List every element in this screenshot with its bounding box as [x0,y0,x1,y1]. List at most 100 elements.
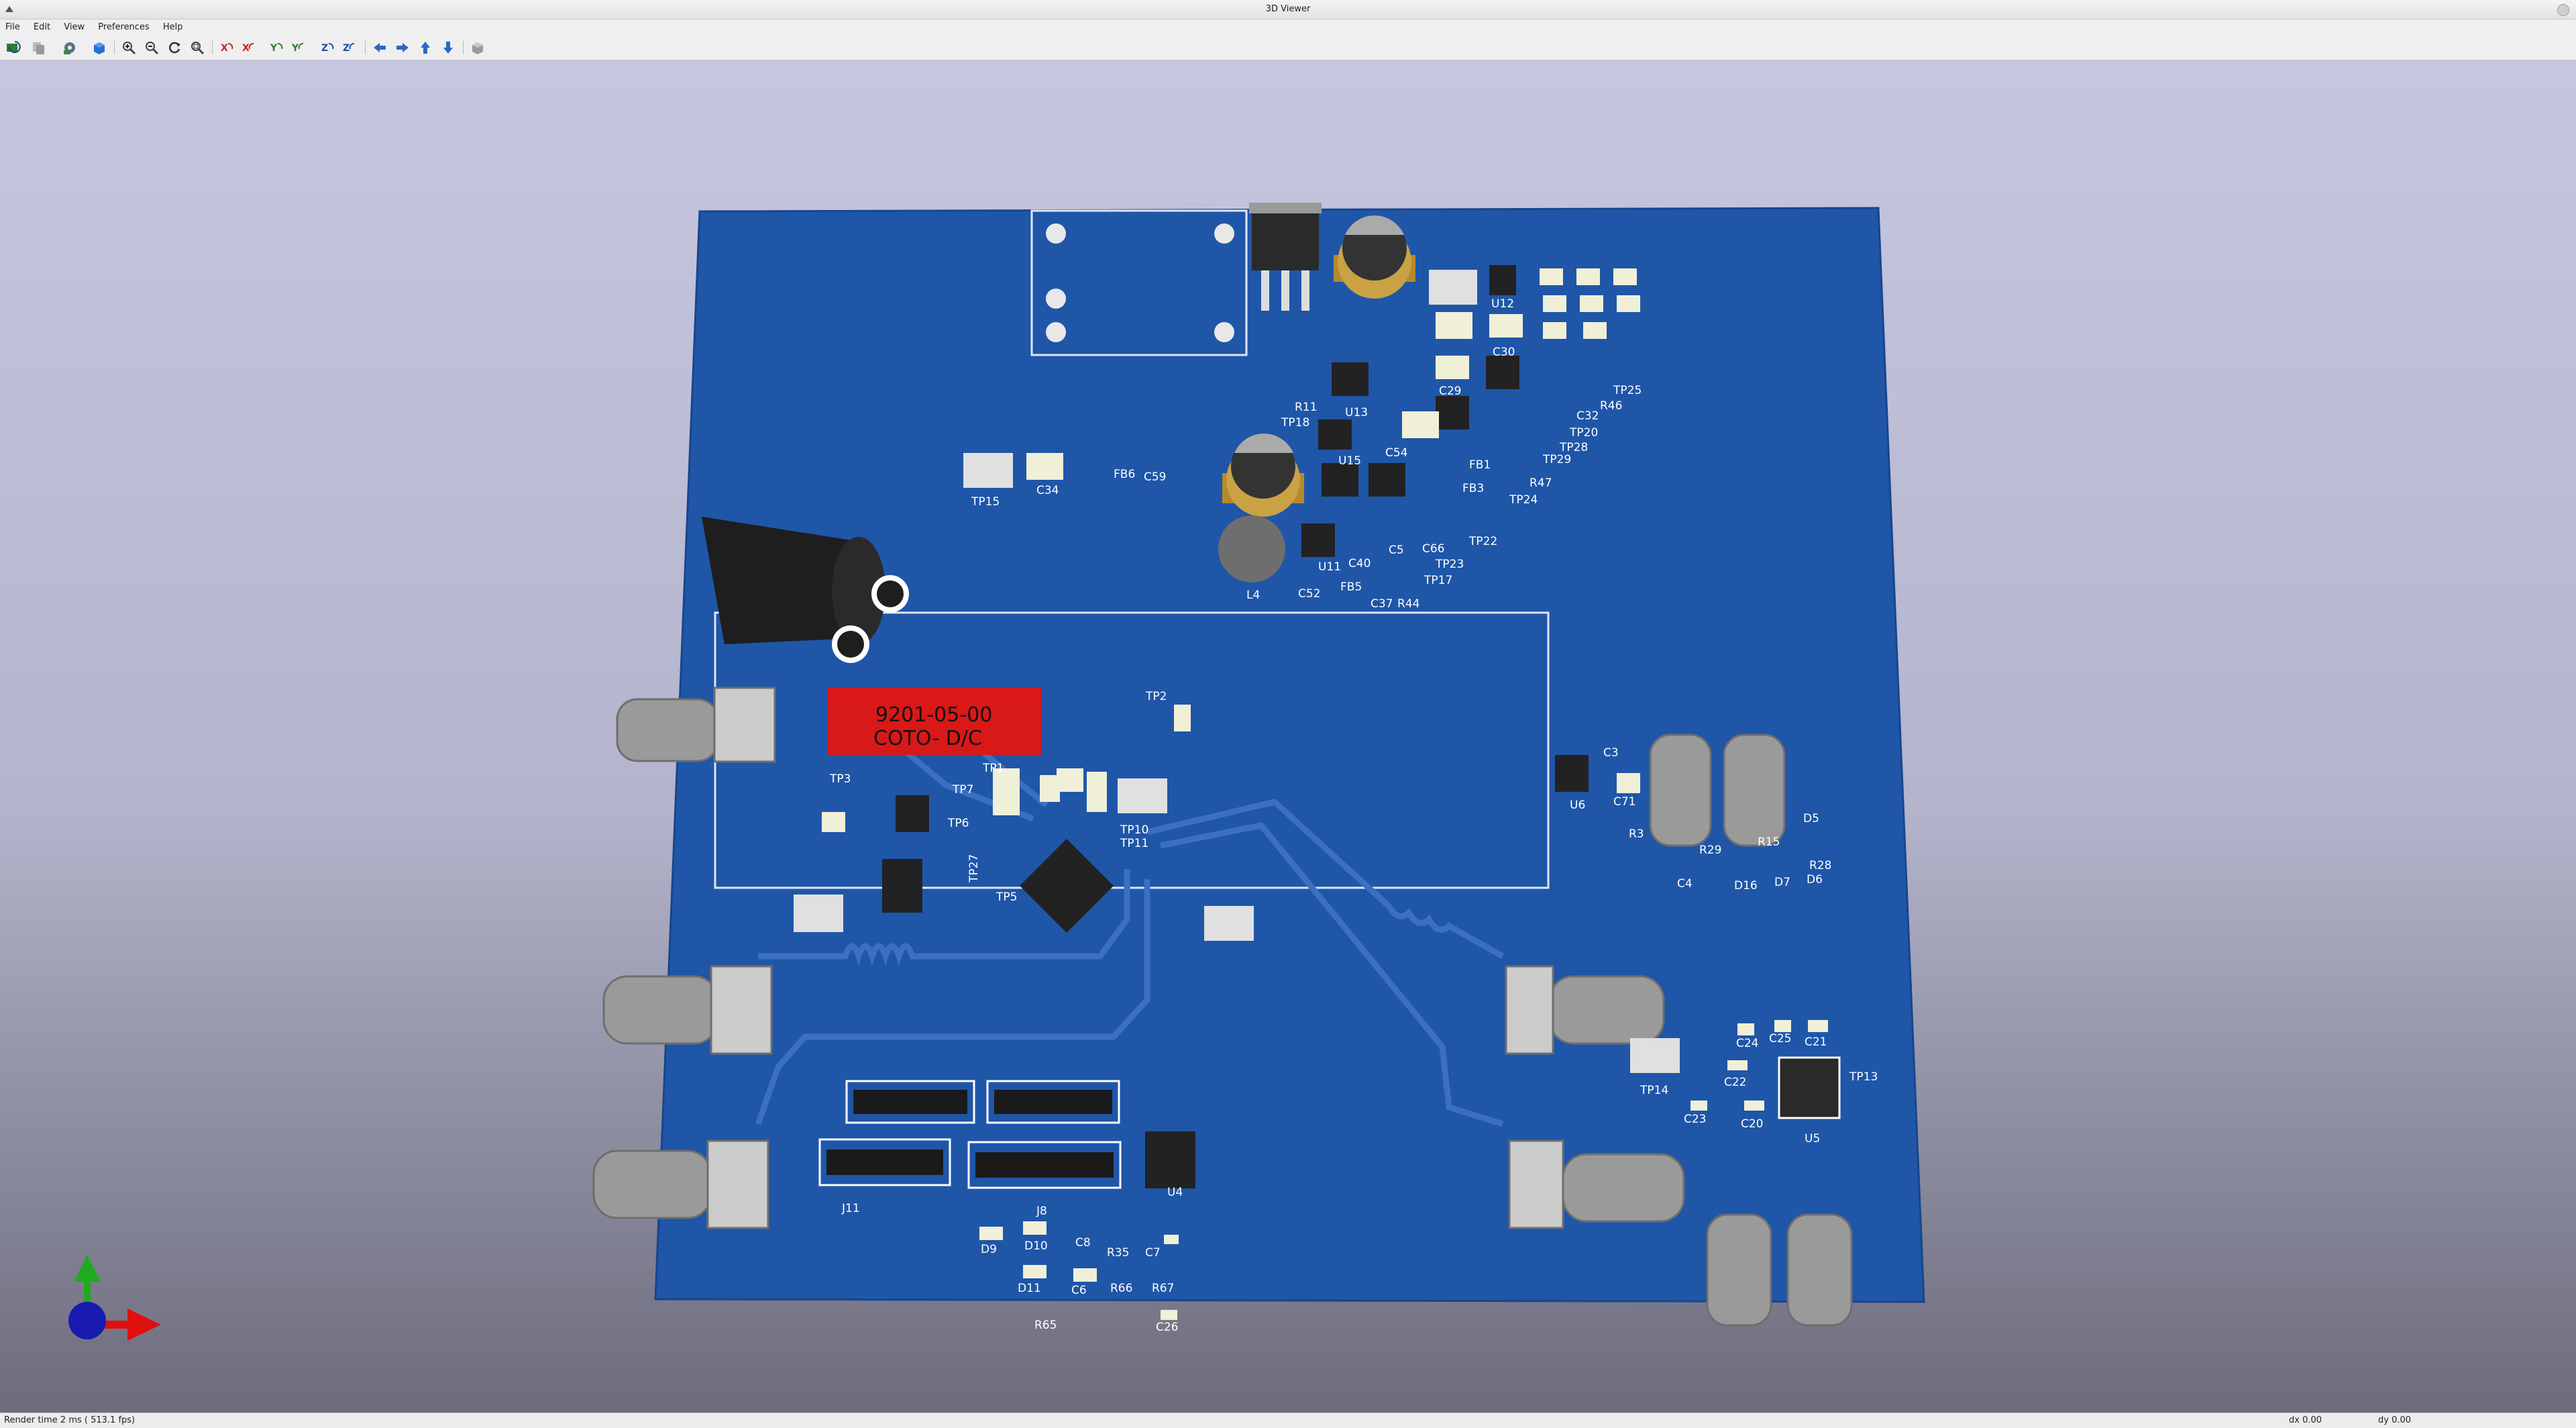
pan-left-icon[interactable] [370,38,389,57]
ortho-view-icon[interactable] [468,38,487,57]
refdes-label: U15 [1338,454,1361,468]
refdes-label: J11 [841,1202,860,1215]
refdes-label: C29 [1439,385,1462,398]
svg-text:X: X [221,43,228,54]
smd-passives [822,268,1828,1320]
refdes-label: TP7 [952,783,973,797]
svg-text:Z: Z [343,43,350,54]
refdes-label: U5 [1805,1132,1820,1145]
zoom-fit-icon[interactable] [188,38,207,57]
refdes-label: D5 [1803,812,1819,825]
refdes-label: C23 [1684,1113,1707,1126]
copy-image-icon[interactable] [30,38,48,57]
toolbar: X X Y Y Z Z [0,36,2576,60]
electrolytic-capacitors [1222,215,1415,517]
refdes-label: R67 [1152,1282,1174,1295]
status-bar: Render time 2 ms ( 513.1 fps) dx 0.00 dy… [0,1413,2576,1428]
menu-view[interactable]: View [64,22,85,32]
refdes-label: C6 [1071,1284,1087,1297]
sma-connectors [592,686,1853,1327]
refdes-label: C3 [1603,746,1619,760]
refdes-label: C5 [1389,544,1404,557]
menu-edit[interactable]: Edit [33,22,51,32]
refdes-label: TP28 [1559,441,1588,454]
pcb-traces [755,735,1505,1127]
refdes-label: R66 [1110,1282,1132,1295]
refdes-label: R65 [1034,1319,1057,1332]
refdes-label: D6 [1807,873,1823,886]
refdes-label: TP11 [1120,837,1148,850]
refdes-label: FB1 [1469,458,1491,472]
refdes-label: U11 [1318,560,1341,574]
pan-up-icon[interactable] [416,38,435,57]
refdes-label: C32 [1576,409,1599,423]
refdes-label: R29 [1699,844,1721,857]
refdes-label: FB3 [1462,482,1484,495]
silkscreen-labels: TP15 C34 FB6 C59 L4 C52 FB5 C37 R44 TP17… [829,297,1878,1334]
relay: 9201-05-00 COTO- D/C [828,688,1041,755]
refdes-label: R11 [1295,401,1317,414]
svg-text:X: X [242,43,250,54]
relay-part-number: 9201-05-00 [875,703,992,727]
menu-help[interactable]: Help [162,22,183,32]
refdes-label: D7 [1774,876,1790,889]
refdes-label: R3 [1629,827,1644,841]
refdes-label: L4 [1246,589,1260,602]
ics [882,265,1841,1188]
menu-file[interactable]: File [5,22,20,32]
refdes-label: C22 [1724,1076,1747,1089]
refdes-label: D9 [981,1243,997,1256]
zoom-out-icon[interactable] [142,38,161,57]
refdes-label: C21 [1805,1035,1827,1049]
rotate-z-cw-icon[interactable]: Z [318,38,337,57]
rotate-x-ccw-icon[interactable]: X [239,38,258,57]
refdes-label: J8 [1036,1205,1047,1218]
pan-right-icon[interactable] [393,38,412,57]
refdes-label: R47 [1529,476,1552,490]
rotate-y-cw-icon[interactable]: Y [267,38,286,57]
refdes-label: C40 [1348,557,1371,570]
pin-headers [818,1080,1122,1189]
menu-preferences[interactable]: Preferences [98,22,150,32]
dy-readout: dy 0.00 [2378,1415,2412,1425]
render-mode-icon[interactable] [90,38,109,57]
refdes-label: TP27 [967,854,981,883]
refdes-label: FB5 [1340,580,1362,594]
refdes-label: R35 [1107,1246,1129,1260]
refdes-label: U6 [1570,799,1585,812]
refdes-label: C24 [1736,1037,1759,1050]
settings-icon[interactable] [60,38,79,57]
refdes-label: D16 [1734,879,1758,892]
refdes-label: TP23 [1435,558,1464,571]
pan-down-icon[interactable] [439,38,458,57]
menu-bar: File Edit View Preferences Help [0,19,2576,36]
refdes-label: C59 [1144,470,1167,484]
refdes-label: TP14 [1640,1084,1668,1097]
refdes-label: TP17 [1424,574,1452,587]
window-title: 3D Viewer [1265,4,1311,14]
rotate-x-cw-icon[interactable]: X [217,38,236,57]
app-icon [5,6,13,12]
3d-viewport[interactable]: 9201-05-00 COTO- D/C [0,60,2576,1413]
refdes-label: C26 [1156,1321,1179,1334]
connector-outline [1030,209,1248,356]
refdes-label: C52 [1298,587,1321,601]
zoom-in-icon[interactable] [119,38,138,57]
window-control-button[interactable] [2557,4,2569,16]
main-microcontroller [1020,839,1114,933]
redraw-icon[interactable] [165,38,184,57]
refdes-label: C30 [1493,346,1515,359]
refdes-label: TP6 [947,817,969,830]
refdes-label: TP20 [1569,426,1598,440]
refdes-label: TP22 [1468,535,1497,548]
rotate-y-ccw-icon[interactable]: Y [288,38,307,57]
refdes-label: C8 [1075,1236,1091,1250]
refdes-label: R44 [1397,597,1419,611]
refdes-label: R28 [1809,859,1831,872]
refdes-label: C34 [1036,484,1059,497]
refdes-label: TP29 [1542,453,1571,466]
rotate-z-ccw-icon[interactable]: Z [339,38,358,57]
refdes-label: TP2 [1145,690,1167,703]
refdes-label: C25 [1769,1032,1792,1046]
reload-board-icon[interactable] [4,38,23,57]
